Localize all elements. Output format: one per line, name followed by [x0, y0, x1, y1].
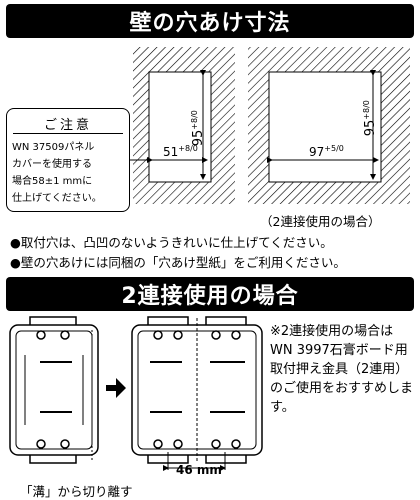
dual-side-note: ※2連接使用の場合はWN 3997石膏ボード用取付押え金具（2連用）のご使用をお…: [270, 324, 414, 415]
bullet-2: ●壁の穴あけには同梱の「穴あけ型紙」をご利用ください。: [10, 255, 346, 270]
single-width-dim: 51+8/0: [163, 144, 198, 159]
bullet-1: ●取付穴は、凸凹のないようきれいに仕上げてください。: [10, 235, 333, 250]
double-width-dim: 97+5/0: [309, 144, 344, 159]
bottom-caption: 「溝」から切り離す: [20, 484, 133, 499]
single-box-drawing: [9, 316, 99, 464]
gap-label: 46 mm: [176, 463, 222, 477]
double-box-drawing: [131, 316, 263, 471]
caution-body: WN 37509パネル カバーを使用する 場合58±1 mmに 仕上げてください…: [12, 142, 102, 204]
caution-note: ご注意 WN 37509パネル カバーを使用する 場合58±1 mmに 仕上げて…: [6, 108, 130, 212]
single-height-dim: 95+8/0: [189, 110, 207, 147]
double-height-dim: 95+8/0: [361, 100, 379, 137]
caution-title: ご注意: [43, 118, 92, 133]
arrow-right-icon: [106, 378, 126, 398]
wall-hole-title: 壁の穴あけ寸法: [6, 4, 414, 38]
double-caption: （2連接使用の場合）: [260, 214, 381, 229]
single-hole-diagram: [133, 47, 235, 204]
dual-title: 2連接使用の場合: [6, 277, 414, 311]
double-hole-diagram: [248, 47, 410, 204]
